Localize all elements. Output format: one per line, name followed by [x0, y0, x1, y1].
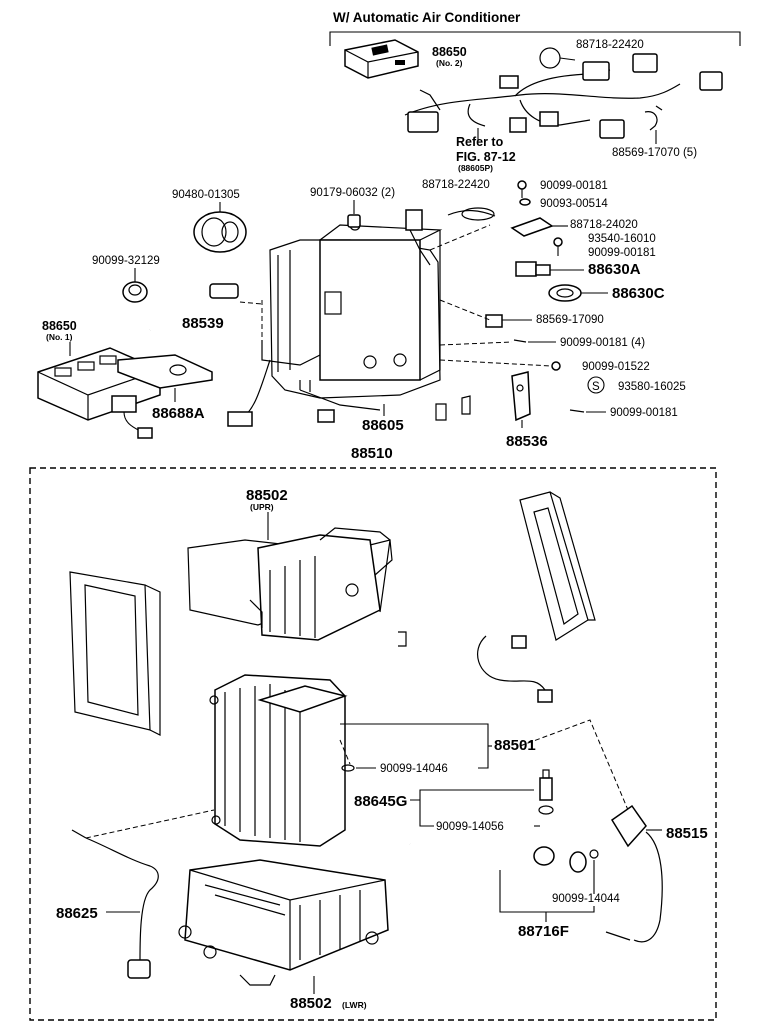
label-88630C: 88630C: [612, 285, 665, 302]
label-90099-00181-4: 90099-00181 (4): [560, 337, 645, 349]
section-bracket: [329, 31, 741, 46]
label-88605: 88605: [362, 417, 404, 434]
label-88515: 88515: [666, 825, 708, 842]
label-88630A: 88630A: [588, 261, 641, 278]
label-88569-17070-5: 88569-17070 (5): [612, 147, 697, 159]
s-mark: S: [592, 381, 600, 393]
cap-90099-32129: [122, 281, 148, 303]
lower-case-88502: [178, 859, 389, 986]
label-93540-16010: 93540-16010: [588, 233, 656, 245]
seal-frame-left: [69, 571, 161, 736]
expansion-valve-88515: [605, 804, 663, 943]
label-88718-22420-top: 88718-22420: [576, 39, 644, 51]
label-88539: 88539: [182, 315, 224, 332]
o-ring-90099-14046: [341, 764, 355, 772]
wire-harness-mid: [447, 207, 496, 221]
label-88645G: 88645G: [354, 793, 407, 810]
washer-90093: [519, 198, 531, 206]
label-88650-no2: 88650: [432, 45, 467, 59]
label-88650-no2-sub: (No. 2): [436, 58, 463, 68]
section-title: W/ Automatic Air Conditioner: [333, 10, 521, 25]
blower-case-88605: [227, 209, 471, 427]
clamp-88630C: [548, 284, 582, 302]
thermistor-88625: [71, 829, 159, 979]
label-88510: 88510: [351, 445, 393, 462]
label-refer-to: Refer to: [456, 135, 504, 149]
sensor-88630A: [515, 261, 551, 277]
label-88569-17090: 88569-17090: [536, 314, 604, 326]
label-fig-sub: (88605P): [458, 163, 493, 173]
seal-frame-right: [519, 491, 596, 641]
retaining-clip: [398, 631, 407, 647]
upper-case-88502: [187, 527, 393, 641]
label-88688A: 88688A: [152, 405, 205, 422]
label-90099-14046: 90099-14046: [380, 763, 448, 775]
thermistor-harness: [477, 635, 553, 703]
label-fig-ref: FIG. 87-12: [456, 150, 516, 164]
label-90179-06032: 90179-06032 (2): [310, 187, 395, 199]
clip-88718-24020: [510, 217, 554, 237]
screw-90099-00181-c: [569, 409, 585, 413]
label-88650-no1: 88650: [42, 319, 77, 333]
label-88625: 88625: [56, 905, 98, 922]
label-90099-00181-b: 90099-00181: [588, 247, 656, 259]
label-90099-00181-a: 90099-00181: [540, 180, 608, 192]
label-88716F: 88716F: [518, 923, 569, 940]
pressure-switch-88645G: [538, 769, 554, 815]
grommet-90480: [193, 211, 247, 253]
s-mark-circle: [587, 376, 605, 394]
label-90099-14056: 90099-14056: [436, 821, 504, 833]
label-88536: 88536: [506, 433, 548, 450]
clip-90099-01522: [551, 361, 561, 371]
label-90099-14044: 90099-14044: [552, 893, 620, 905]
evaporator-core: [209, 674, 348, 847]
label-88502-lwr: 88502: [290, 995, 332, 1012]
label-88501: 88501: [494, 737, 536, 754]
label-93580-16025: 93580-16025: [618, 381, 686, 393]
label-88502-lwr-sub: (LWR): [342, 1000, 367, 1010]
screw-90099-00181-a: [517, 180, 527, 198]
tube-assembly-88716F: [409, 841, 599, 873]
wire-harness-ac: [404, 47, 723, 139]
aspirator-hose-88539: [148, 283, 239, 331]
screw-90099-00181-4: [513, 339, 527, 343]
assembly-box-88510: [29, 467, 717, 1021]
label-90099-00181-c: 90099-00181: [610, 407, 678, 419]
label-88718-24020: 88718-24020: [570, 219, 638, 231]
nut-90179: [347, 214, 361, 228]
label-88650-no1-sub: (No. 1): [46, 332, 73, 342]
screw-93540: [553, 237, 563, 256]
bracket-88688A: [117, 354, 213, 389]
label-90093-00514: 90093-00514: [540, 198, 608, 210]
link-88536: [511, 371, 531, 422]
label-88502-upr: 88502: [246, 487, 288, 504]
computer-box-no2: [344, 39, 419, 79]
label-90099-32129: 90099-32129: [92, 255, 160, 267]
label-90480-01305: 90480-01305: [172, 189, 240, 201]
clip-88569-17090: [485, 314, 503, 328]
label-90099-01522: 90099-01522: [582, 361, 650, 373]
label-88502-upr-sub: (UPR): [250, 502, 274, 512]
label-88718-22420-mid: 88718-22420: [422, 179, 490, 191]
